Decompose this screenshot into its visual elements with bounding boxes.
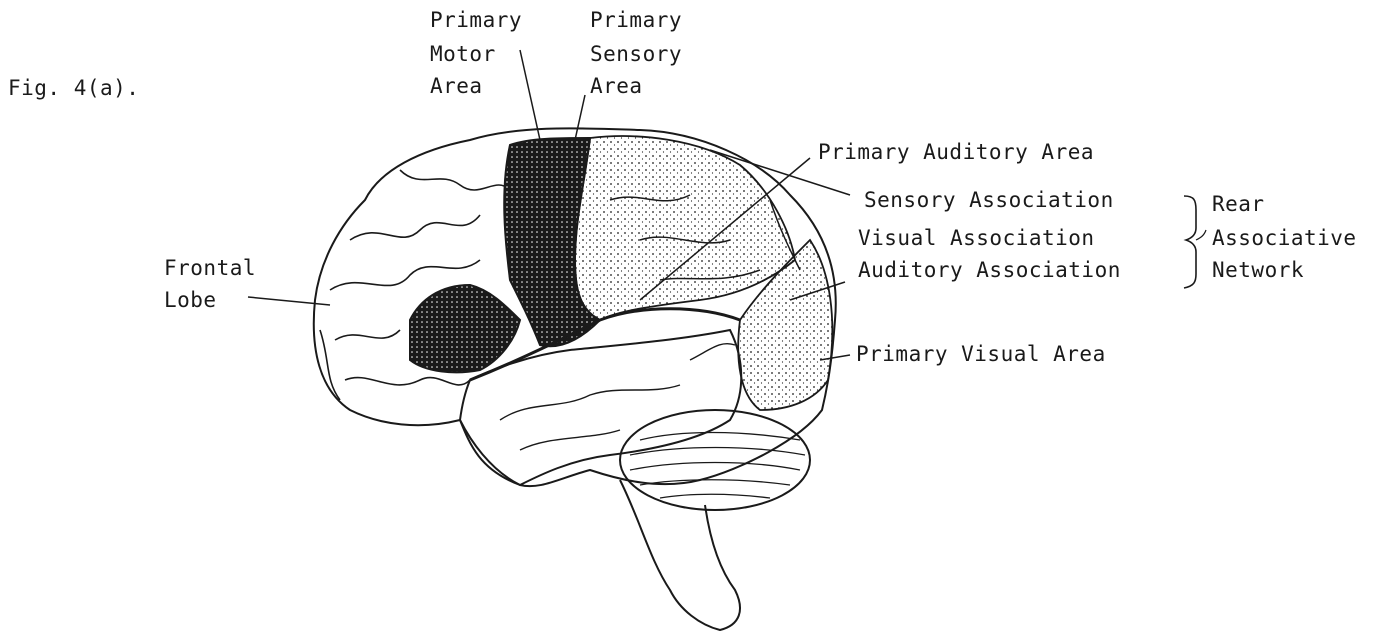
figure-caption: Fig. 4(a).	[8, 74, 139, 102]
rear-network-label-line2: Associative	[1212, 224, 1357, 252]
frontal-lobe-label-line1: Frontal	[164, 254, 256, 282]
frontal-dark-region	[410, 285, 520, 372]
primary-motor-label-line3: Area	[430, 72, 483, 100]
cerebellum	[620, 410, 810, 510]
left-brace	[1184, 196, 1196, 288]
cerebellum-folia	[630, 433, 805, 499]
primary-sensory-label-line3: Area	[590, 72, 643, 100]
brain-stem	[620, 480, 740, 630]
rear-network-label-line3: Network	[1212, 256, 1304, 284]
visual-association-label: Visual Association	[858, 224, 1095, 252]
frontal-lobe-label-line2: Lobe	[164, 286, 217, 314]
primary-motor-label-line2: Motor	[430, 40, 496, 68]
primary-visual-label: Primary Visual Area	[856, 340, 1106, 368]
auditory-association-label: Auditory Association	[858, 256, 1121, 284]
rear-network-label-line1: Rear	[1212, 190, 1265, 218]
right-brace	[1196, 230, 1206, 240]
primary-motor-label-line1: Primary	[430, 6, 522, 34]
sensory-association-label: Sensory Association	[864, 186, 1114, 214]
primary-sensory-label-line1: Primary	[590, 6, 682, 34]
primary-sensory-label-line2: Sensory	[590, 40, 682, 68]
primary-auditory-label: Primary Auditory Area	[818, 138, 1094, 166]
